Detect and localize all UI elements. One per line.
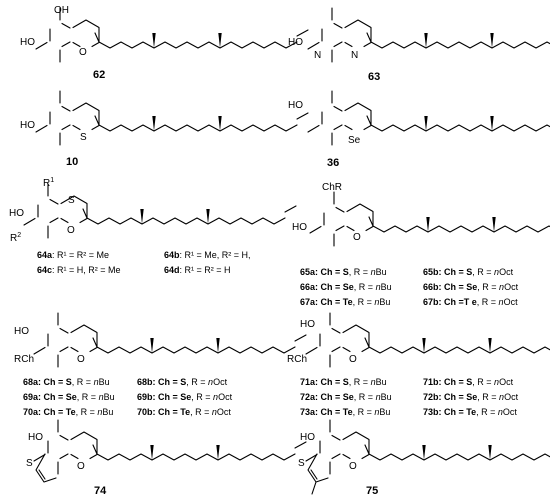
- row-66a: 66a: Ch = Se, R = nBu: [300, 282, 392, 292]
- ring-oxygen: O: [349, 354, 357, 365]
- row-73a: 73a: Ch = Te, R = nBu: [300, 407, 390, 417]
- row-68a: 68a: Ch = S, R = nBu: [23, 377, 110, 387]
- row-71a: 71a: Ch = S, R = nBu: [300, 377, 387, 387]
- ho-group: HO: [300, 319, 315, 330]
- row-69b: 69b: Ch = Se, R = nOct: [137, 392, 233, 402]
- chalcogen-group: ChR: [322, 182, 342, 193]
- ho-group: HO: [14, 326, 29, 337]
- row-72a: 72a: Ch = Se, R = nBu: [300, 392, 392, 402]
- substituent-row-64c: 64c: R¹ = H, R² = Me: [37, 265, 121, 275]
- sulfur-atom: S: [68, 195, 75, 206]
- methylthiophene-ring: [307, 453, 329, 495]
- chalcogen-group: RCh: [287, 354, 307, 365]
- ho-group: HO: [288, 37, 303, 48]
- substituent-row-64d: 64d: R¹ = R² = H: [164, 265, 231, 275]
- compound-74: HO S O 74: [26, 419, 307, 497]
- ho-group: HO: [288, 100, 303, 111]
- ho-group: HO: [20, 37, 35, 48]
- ho-group: HO: [292, 222, 307, 233]
- compound-label: 75: [366, 485, 378, 497]
- r2-group: R2: [10, 232, 21, 244]
- ho-group: HO: [20, 120, 35, 131]
- compound-label: 74: [94, 485, 107, 497]
- ring-oxygen: O: [349, 461, 357, 472]
- row-69a: 69a: Ch = Se, R = nBu: [23, 392, 115, 402]
- ho-group: HO: [9, 208, 24, 219]
- ho-group: HO: [28, 432, 43, 443]
- ring-oxygen: O: [77, 354, 85, 365]
- row-71b: 71b: Ch = S, R = nOct: [423, 377, 514, 387]
- compound-63: HO N N 63: [288, 7, 550, 83]
- compound-label: 63: [368, 71, 380, 83]
- substituent-table-68-70: 68a: Ch = S, R = nBu 68b: Ch = S, R = nO…: [23, 377, 233, 417]
- thiophene-sulfur: S: [298, 458, 305, 469]
- sulfur-atom: S: [80, 132, 87, 143]
- amine-nitrogen: N: [351, 50, 358, 61]
- pyridine-nitrogen: N: [314, 50, 321, 61]
- thiophene-sulfur: S: [26, 458, 33, 469]
- compound-75: HO S O 75: [298, 419, 550, 497]
- row-73b: 73b: Ch = Te, R = nOct: [423, 407, 517, 417]
- oxygen-atom: O: [67, 225, 75, 236]
- compound-10: HO S 10: [20, 90, 309, 168]
- r1-group: R1: [43, 177, 54, 189]
- thiophene-ring: [35, 453, 57, 483]
- chalcogen-group: RCh: [14, 354, 34, 365]
- substituent-row-64a: 64a: R¹ = R² = Me: [37, 250, 109, 260]
- row-67b: 67b: Ch =T e, R = nOct: [423, 297, 518, 307]
- ring-oxygen: O: [77, 461, 85, 472]
- compound-62: OH HO O 62: [20, 5, 309, 81]
- ring-oxygen: O: [353, 232, 361, 243]
- substituent-table-65-67: 65a: Ch = S, R = nBu 65b: Ch = S, R = nO…: [300, 267, 519, 307]
- oh-group: OH: [54, 5, 69, 16]
- compound-71-73: HO RCh O 71a: Ch = S, R = nBu 71b: Ch = …: [287, 312, 550, 417]
- row-68b: 68b: Ch = S, R = nOct: [137, 377, 228, 387]
- selenium-atom: Se: [348, 135, 361, 146]
- substituent-row-64b: 64b: R¹ = Me, R² = H,: [164, 250, 251, 260]
- ho-group: HO: [300, 432, 315, 443]
- compound-label: 36: [327, 157, 339, 169]
- substituent-table-71-73: 71a: Ch = S, R = nBu 71b: Ch = S, R = nO…: [300, 377, 519, 417]
- ring-oxygen: O: [79, 47, 87, 58]
- row-70a: 70a: Ch = Te, R = nBu: [23, 407, 113, 417]
- row-72b: 72b: Ch = Se, R = nOct: [423, 392, 519, 402]
- row-70b: 70b: Ch = Te, R = nOct: [137, 407, 231, 417]
- compound-68-70: HO RCh O 68a: Ch = S, R = nBu 68b: Ch = …: [14, 312, 307, 417]
- compound-65-67: ChR HO O 65a: Ch = S, R = nBu 65b: Ch = …: [292, 182, 550, 307]
- row-67a: 67a: Ch = Te, R = nBu: [300, 297, 390, 307]
- compound-36: HO Se 36: [288, 90, 550, 169]
- compound-64: R1 HO S O R2 64a: R¹ = R² = Me 64b: R¹ =…: [9, 177, 297, 275]
- row-65a: 65a: Ch = S, R = nBu: [300, 267, 387, 277]
- compound-label: 62: [93, 69, 105, 81]
- row-65b: 65b: Ch = S, R = nOct: [423, 267, 514, 277]
- row-66b: 66b: Ch = Se, R = nOct: [423, 282, 519, 292]
- compound-label: 10: [66, 156, 78, 168]
